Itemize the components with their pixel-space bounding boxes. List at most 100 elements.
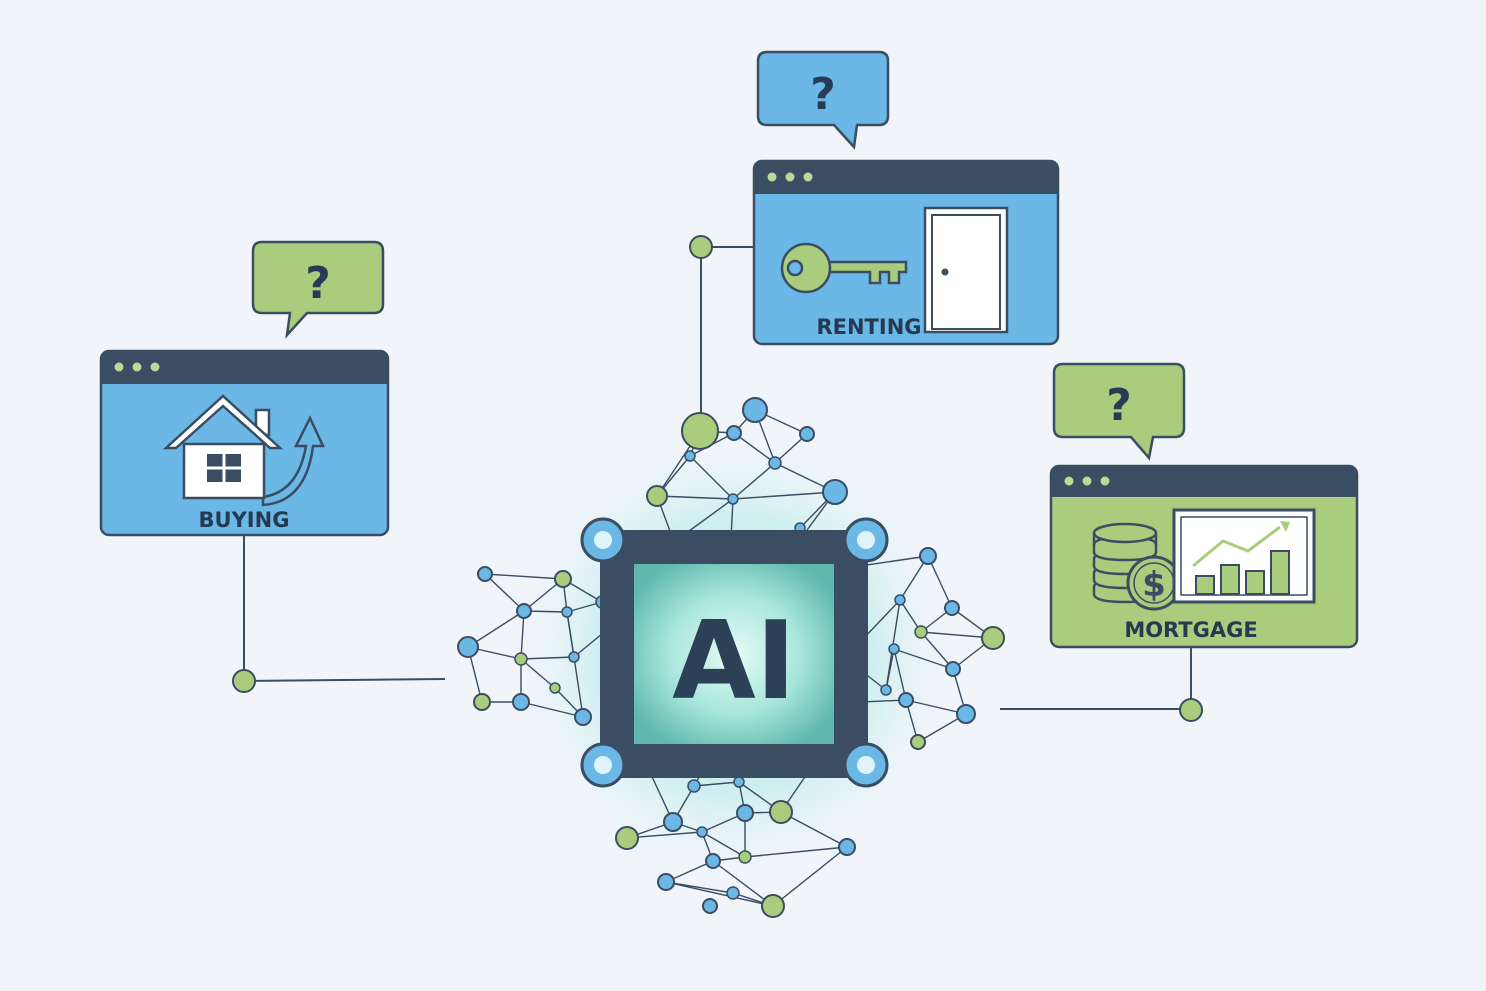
svg-text:$: $	[1142, 565, 1166, 605]
network-edge	[520, 701, 584, 718]
network-node	[956, 704, 976, 724]
network-node	[646, 485, 668, 507]
network-node	[736, 804, 754, 822]
network-edge	[772, 846, 848, 907]
buying-label: BUYING	[199, 508, 290, 532]
network-node	[726, 886, 740, 900]
network-edge	[484, 573, 564, 580]
mortgage-connector-node	[1179, 698, 1203, 722]
network-node	[914, 625, 928, 639]
network-node	[514, 652, 528, 666]
network-node	[473, 693, 491, 711]
network-edge	[732, 462, 776, 500]
network-node	[769, 800, 793, 824]
network-node	[726, 425, 742, 441]
house-upward-arrow-icon	[162, 394, 325, 507]
network-node	[696, 826, 708, 838]
network-node	[574, 708, 592, 726]
network-node	[568, 651, 580, 663]
key-icon	[780, 242, 908, 294]
network-edge	[744, 846, 848, 858]
network-node	[663, 812, 683, 832]
network-edge	[893, 648, 954, 670]
buying-question-bubble: ?	[251, 240, 385, 339]
network-node	[561, 606, 573, 618]
network-node	[733, 776, 745, 788]
network-node	[910, 734, 926, 750]
network-node	[799, 426, 815, 442]
network-edge	[712, 860, 774, 907]
network-edge	[484, 573, 525, 612]
network-edge	[905, 699, 967, 715]
network-node	[880, 684, 892, 696]
door-icon	[923, 206, 1009, 334]
window-dots	[1064, 476, 1110, 486]
network-edge	[656, 495, 734, 500]
network-node	[457, 636, 479, 658]
network-edge	[573, 656, 584, 718]
window-dots	[114, 362, 160, 372]
renting-connector-node	[689, 235, 713, 259]
network-node	[477, 566, 493, 582]
network-node	[822, 479, 848, 505]
renting-label: RENTING	[816, 315, 921, 339]
network-edge	[520, 658, 556, 689]
network-node	[761, 894, 785, 918]
network-edge	[467, 610, 525, 648]
ai-chip-label: AI	[672, 599, 796, 724]
network-node	[742, 397, 768, 423]
network-node	[687, 779, 701, 793]
dollar-coin-icon: $	[1126, 555, 1182, 611]
network-node	[681, 412, 719, 450]
renting-card: ? RENTING	[752, 50, 1060, 346]
mortgage-label: MORTGAGE	[1124, 618, 1257, 642]
network-node	[738, 850, 752, 864]
network-edge	[665, 881, 734, 894]
mortgage-question-bubble: ?	[1052, 362, 1186, 461]
network-edge	[927, 555, 953, 609]
network-edge	[626, 831, 703, 839]
network-node	[727, 493, 739, 505]
ai-chip-core	[634, 564, 834, 744]
window-dots	[767, 172, 813, 182]
network-edge	[693, 781, 740, 787]
network-edge	[566, 611, 575, 658]
network-edge	[520, 656, 575, 660]
network-edge	[920, 631, 994, 639]
network-edge	[885, 648, 895, 691]
network-node	[684, 450, 696, 462]
network-edge	[701, 831, 746, 858]
buying-connector-node	[232, 669, 256, 693]
network-node	[702, 898, 718, 914]
network-node	[768, 456, 782, 470]
network-edge	[780, 811, 848, 848]
network-node	[554, 570, 572, 588]
network-edge	[732, 491, 836, 500]
network-node	[512, 693, 530, 711]
network-node	[919, 547, 937, 565]
ai-chip: AI	[580, 517, 889, 788]
network-edge	[920, 631, 954, 670]
network-node	[615, 826, 639, 850]
network-node	[944, 600, 960, 616]
buying-card: ? BUYING	[99, 240, 390, 537]
network-edge	[665, 881, 774, 907]
buying-question-mark: ?	[305, 258, 331, 309]
network-edge	[893, 648, 907, 701]
network-node	[894, 594, 906, 606]
renting-question-mark: ?	[810, 69, 836, 120]
network-node	[657, 873, 675, 891]
network-node	[516, 603, 532, 619]
network-node	[838, 838, 856, 856]
network-node	[549, 682, 561, 694]
network-node	[981, 626, 1005, 650]
growth-chart-icon	[1172, 508, 1316, 604]
mortgage-connector	[1000, 648, 1192, 710]
mortgage-question-mark: ?	[1106, 380, 1132, 431]
network-node	[945, 661, 961, 677]
network-edge	[689, 455, 734, 500]
buying-connector	[243, 534, 446, 683]
network-edge	[733, 432, 776, 464]
renting-question-bubble: ?	[756, 50, 890, 150]
network-node	[888, 643, 900, 655]
